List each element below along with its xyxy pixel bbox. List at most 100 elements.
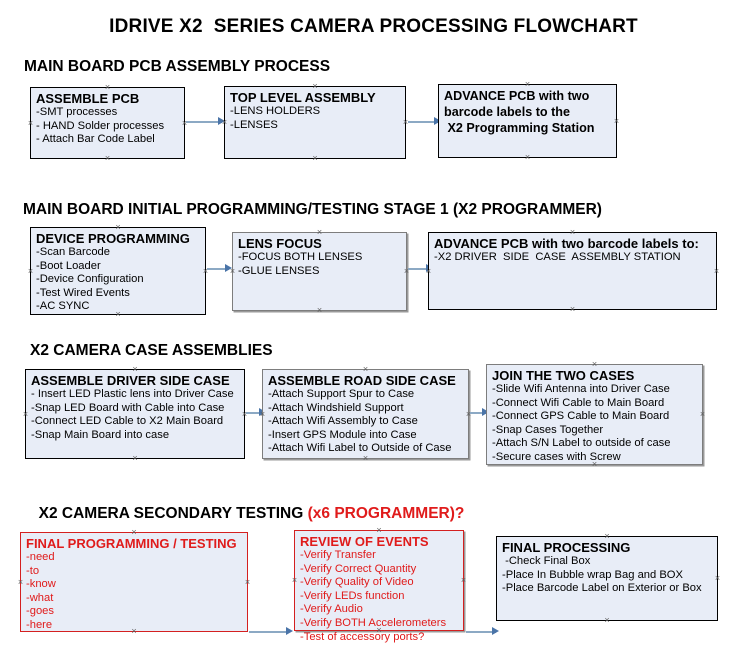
node-advance-pcb-programming-station[interactable]: ADVANCE PCB with two barcode labels to t… (438, 84, 617, 158)
node-line: -Connect GPS Cable to Main Board (492, 410, 670, 423)
node-line: -Test Wired Events (36, 286, 130, 299)
resize-handle-top[interactable] (376, 527, 383, 534)
node-title: FINAL PROCESSING (502, 540, 631, 555)
resize-handle-top[interactable] (362, 366, 369, 373)
resize-handle-top[interactable] (131, 529, 138, 536)
node-line: -Connect LED Cable to X2 Main Board (31, 415, 224, 428)
resize-handle-bottom[interactable] (524, 154, 531, 161)
resize-handle-top[interactable] (524, 81, 531, 88)
node-line: -LENSES (230, 118, 278, 131)
resize-handle-right[interactable] (714, 575, 721, 582)
connector-arrow (246, 412, 263, 414)
node-title: ASSEMBLE ROAD SIDE CASE (268, 373, 456, 388)
node-line: -Verify Audio (300, 603, 363, 616)
resize-handle-left[interactable] (17, 579, 24, 586)
section-heading-4-text: X2 CAMERA SECONDARY TESTING (38, 505, 308, 522)
node-line: -Snap Main Board into case (31, 428, 170, 441)
connector-arrow (207, 268, 229, 270)
node-line: -Attach Windshield Support (268, 401, 404, 414)
arrow-head-icon (434, 117, 441, 125)
connector-arrow (408, 268, 430, 270)
node-line: ADVANCE PCB with two (444, 89, 590, 103)
node-assemble-driver-side-case[interactable]: ASSEMBLE DRIVER SIDE CASE - Insert LED P… (25, 369, 245, 459)
resize-handle-bottom[interactable] (104, 155, 111, 162)
node-final-programming-testing[interactable]: FINAL PROGRAMMING / TESTING -need -to -k… (20, 532, 248, 632)
node-top-level-assembly[interactable]: TOP LEVEL ASSEMBLY -LENS HOLDERS -LENSES (224, 86, 406, 159)
node-line: -to (26, 564, 40, 577)
node-title: FINAL PROGRAMMING / TESTING (26, 536, 237, 551)
node-device-programming[interactable]: DEVICE PROGRAMMING -Scan Barcode -Boot L… (30, 227, 206, 315)
resize-handle-bottom[interactable] (376, 627, 383, 634)
resize-handle-bottom[interactable] (362, 455, 369, 462)
node-line: -Scan Barcode (36, 246, 111, 258)
resize-handle-top[interactable] (604, 533, 611, 540)
resize-handle-right[interactable] (460, 577, 467, 584)
node-line: -GLUE LENSES (238, 264, 320, 277)
resize-handle-bottom[interactable] (569, 306, 576, 313)
node-line: X2 Programming Station (444, 121, 595, 135)
node-line: -Verify LEDs function (300, 589, 405, 602)
resize-handle-left[interactable] (22, 411, 29, 418)
section-heading-4: X2 CAMERA SECONDARY TESTING (x6 PROGRAMM… (30, 487, 465, 523)
resize-handle-left[interactable] (291, 577, 298, 584)
node-line: -LENS HOLDERS (230, 105, 321, 117)
resize-handle-top[interactable] (115, 224, 122, 231)
arrow-head-icon (286, 627, 293, 635)
resize-handle-right[interactable] (613, 118, 620, 125)
node-line: -Check Final Box (502, 555, 591, 567)
node-line: -Place In Bubble wrap Bag and BOX (502, 568, 683, 581)
resize-handle-bottom[interactable] (132, 455, 139, 462)
node-title: LENS FOCUS (238, 236, 322, 251)
node-line: -Secure cases with Screw (492, 450, 621, 463)
resize-handle-right[interactable] (713, 268, 720, 275)
node-line: -Attach Wifi Assembly to Case (268, 415, 418, 428)
resize-handle-top[interactable] (312, 83, 319, 90)
resize-handle-left[interactable] (27, 120, 34, 127)
node-advance-pcb-driver-side[interactable]: ADVANCE PCB with two barcode labels to: … (428, 232, 717, 310)
resize-handle-left[interactable] (229, 268, 236, 275)
node-line: -Attach Support Spur to Case (268, 388, 415, 400)
resize-handle-bottom[interactable] (591, 461, 598, 468)
node-title: ASSEMBLE DRIVER SIDE CASE (31, 373, 230, 388)
resize-handle-left[interactable] (221, 119, 228, 126)
node-join-the-two-cases[interactable]: JOIN THE TWO CASES -Slide Wifi Antenna i… (486, 364, 703, 465)
node-line: -FOCUS BOTH LENSES (238, 251, 363, 263)
connector-arrow (249, 631, 289, 633)
node-title: REVIEW OF EVENTS (300, 534, 429, 549)
node-line: -goes (26, 605, 54, 618)
resize-handle-bottom[interactable] (316, 307, 323, 314)
node-line: -Verify Quality of Video (300, 576, 414, 589)
arrow-head-icon (482, 408, 489, 416)
node-final-processing[interactable]: FINAL PROCESSING -Check Final Box -Place… (496, 536, 718, 621)
node-line: -Snap LED Board with Cable into Case (31, 401, 225, 414)
resize-handle-left[interactable] (259, 411, 266, 418)
resize-handle-bottom[interactable] (604, 617, 611, 624)
connector-arrow (470, 412, 486, 414)
resize-handle-top[interactable] (104, 84, 111, 91)
resize-handle-bottom[interactable] (131, 628, 138, 635)
resize-handle-top[interactable] (591, 361, 598, 368)
resize-handle-left[interactable] (27, 268, 34, 275)
node-review-of-events[interactable]: REVIEW OF EVENTS -Verify Transfer -Verif… (291, 527, 467, 643)
resize-handle-top[interactable] (132, 366, 139, 373)
resize-handle-bottom[interactable] (312, 155, 319, 162)
resize-handle-top[interactable] (569, 229, 576, 236)
node-title: TOP LEVEL ASSEMBLY (230, 90, 376, 105)
resize-handle-right[interactable] (699, 411, 706, 418)
resize-handle-bottom[interactable] (115, 311, 122, 318)
node-line: -Verify Transfer (300, 549, 376, 561)
node-line: - Insert LED Plastic lens into Driver Ca… (31, 388, 234, 400)
node-line: -Place Barcode Label on Exterior or Box (502, 582, 702, 595)
node-line: -Verify Correct Quantity (300, 562, 417, 575)
node-line: -here (26, 618, 53, 631)
node-line: -need (26, 551, 55, 563)
resize-handle-right[interactable] (244, 579, 251, 586)
node-line: -Boot Loader (36, 259, 101, 272)
resize-handle-left[interactable] (425, 268, 432, 275)
node-lens-focus[interactable]: LENS FOCUS -FOCUS BOTH LENSES -GLUE LENS… (232, 232, 407, 311)
node-assemble-road-side-case[interactable]: ASSEMBLE ROAD SIDE CASE -Attach Support … (262, 369, 469, 459)
node-assemble-pcb[interactable]: ASSEMBLE PCB -SMT processes - HAND Solde… (30, 87, 185, 159)
resize-handle-top[interactable] (316, 229, 323, 236)
node-line: - Attach Bar Code Label (36, 133, 155, 146)
node-line: -AC SYNC (36, 300, 90, 313)
